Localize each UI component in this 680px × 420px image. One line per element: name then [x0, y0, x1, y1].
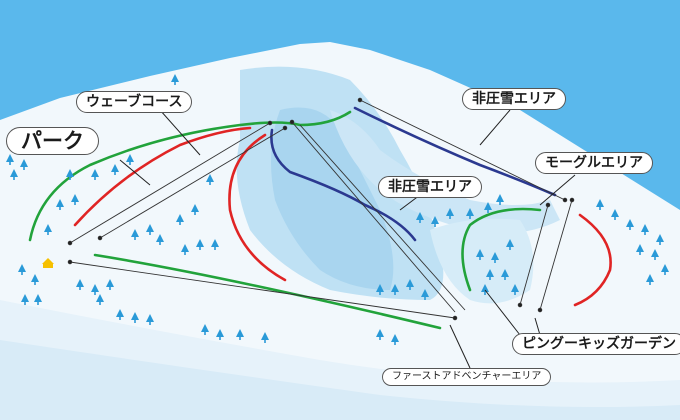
slope-shade-inner [271, 107, 394, 290]
run-blue-2 [353, 106, 557, 197]
label-wave-course: ウェーブコース [76, 91, 193, 113]
label-mogul-area: モーグルエリア [535, 152, 653, 174]
label-non-groomed-top: 非圧雪エリア [462, 88, 566, 110]
label-non-groomed-mid: 非圧雪エリア [378, 176, 482, 198]
run-blue-1 [270, 128, 417, 242]
run-red-1 [73, 126, 252, 227]
runs [28, 106, 612, 330]
lodge-base [43, 264, 53, 268]
label-kids-garden: ピングーキッズガーデン [512, 333, 680, 355]
slope-shade-kids [430, 218, 534, 304]
run-green-kids [461, 207, 542, 292]
lodge-icon [42, 258, 54, 264]
run-green-upper [28, 110, 352, 242]
lifts [67, 97, 575, 321]
label-park: パーク [6, 127, 99, 155]
label-leaders [119, 109, 576, 369]
run-green-lower [93, 253, 442, 330]
foot-snowfield [0, 340, 680, 420]
slope-shade-east [330, 110, 560, 234]
label-first-adventure: ファーストアドベンチャーエリア [382, 368, 552, 386]
run-red-3 [573, 213, 612, 307]
